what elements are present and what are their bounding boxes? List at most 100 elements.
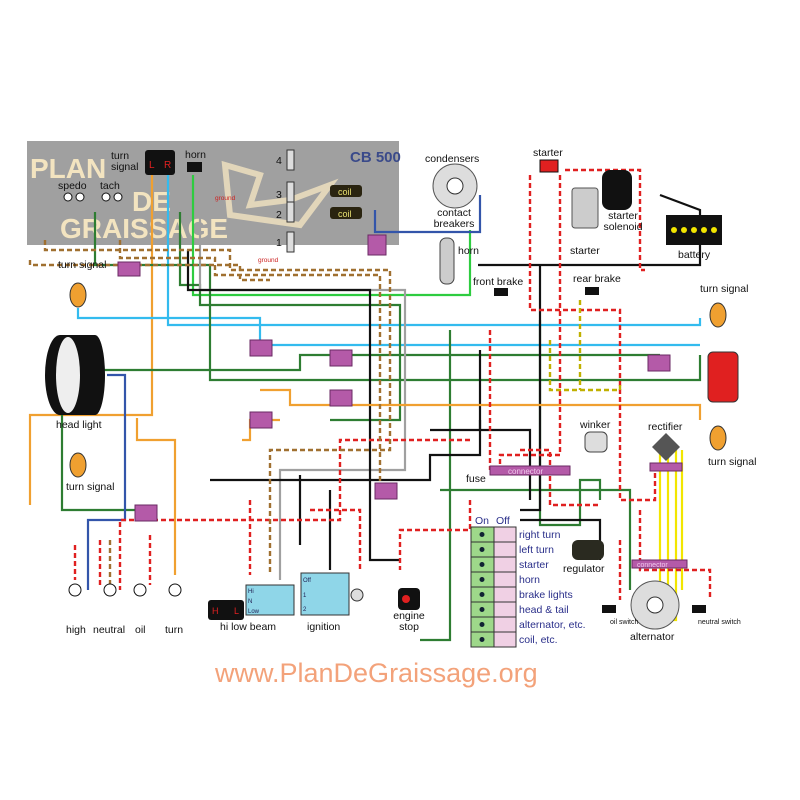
starter-solenoid-label: starter solenoid bbox=[603, 211, 643, 233]
legend-off: Off bbox=[496, 515, 510, 527]
head-light-label: head light bbox=[56, 419, 102, 431]
rectifier bbox=[652, 433, 680, 461]
coil-lower bbox=[330, 207, 362, 219]
coil-label-2: coil bbox=[338, 209, 352, 219]
connector-label-2: connector bbox=[637, 562, 668, 569]
legend-dot bbox=[479, 637, 485, 642]
legend-row: left turn bbox=[470, 541, 554, 558]
beam-L: L bbox=[234, 606, 239, 616]
condensers-label: condensers bbox=[425, 153, 479, 165]
legend-dot bbox=[479, 592, 485, 597]
legend-off-cell bbox=[493, 556, 517, 573]
turn-L: L bbox=[149, 160, 155, 171]
hi-low-beam-switch bbox=[208, 600, 244, 620]
turn-signal-rear-right bbox=[709, 425, 727, 451]
tach-label: tach bbox=[100, 180, 120, 192]
legend-dot bbox=[479, 622, 485, 627]
engine-stop-label-box: engine stop bbox=[393, 611, 425, 633]
horn-label: horn bbox=[458, 245, 479, 257]
legend-item-label: left turn bbox=[519, 544, 554, 556]
legend-item-label: coil, etc. bbox=[519, 634, 558, 646]
rear-brake-label: rear brake bbox=[573, 273, 621, 285]
legend-off-cell bbox=[493, 541, 517, 558]
regulator-label: regulator bbox=[563, 563, 605, 575]
legend-row: right turn bbox=[470, 526, 561, 543]
connector-blocks bbox=[117, 234, 688, 569]
regulator bbox=[572, 540, 604, 560]
legend-off-cell bbox=[493, 586, 517, 603]
rectifier-label: rectifier bbox=[648, 421, 683, 433]
legend-row: horn bbox=[470, 571, 540, 588]
legend-off-cell bbox=[493, 571, 517, 588]
legend-item-label: right turn bbox=[519, 529, 561, 541]
beam-switch-table bbox=[245, 584, 295, 616]
connector-label: connector bbox=[508, 467, 543, 476]
legend-item-label: brake lights bbox=[519, 589, 573, 601]
starter-button bbox=[539, 159, 559, 173]
contact-breakers-label-box: contact breakers bbox=[434, 208, 475, 230]
turn-signal-rear-left bbox=[69, 452, 87, 478]
engine-stop-knob bbox=[402, 595, 410, 603]
indicator-turn: turn bbox=[165, 624, 183, 636]
beam-row-hi: Hi bbox=[248, 589, 254, 595]
battery-cells bbox=[671, 227, 717, 233]
turn-signal-fr-label: turn signal bbox=[700, 283, 748, 295]
ignition-row-2: 2 bbox=[303, 607, 307, 613]
hi-low-beam-label: hi low beam bbox=[220, 621, 276, 633]
beam-H: H bbox=[212, 606, 219, 616]
ignition-row-1: 1 bbox=[303, 593, 307, 599]
legend-dot bbox=[479, 532, 485, 537]
indicator-oil: oil bbox=[135, 624, 146, 636]
fuse-label: fuse bbox=[466, 473, 486, 485]
alternator-rotor bbox=[646, 596, 664, 614]
legend-item-label: head & tail bbox=[519, 604, 569, 616]
indicator-neutral: neutral bbox=[93, 624, 125, 636]
plug-3: 3 bbox=[276, 189, 282, 201]
turn-signal-rr-label: turn signal bbox=[708, 456, 756, 468]
dash-bulbs bbox=[63, 192, 123, 202]
oil-switch bbox=[602, 605, 616, 613]
model-title: CB 500 bbox=[350, 149, 401, 166]
starter-motor bbox=[571, 187, 599, 229]
legend-row: brake lights bbox=[470, 586, 573, 603]
ignition-label: ignition bbox=[307, 621, 340, 633]
beam-row-n: N bbox=[248, 599, 252, 605]
winker-relay bbox=[584, 431, 608, 453]
turn-signal-switch-label-box: turn signal bbox=[111, 151, 139, 173]
spark-plugs bbox=[286, 149, 295, 253]
watermark-plan: PLAN bbox=[30, 153, 106, 184]
breaker-cam bbox=[446, 177, 464, 195]
starter-label: starter bbox=[570, 245, 600, 257]
front-brake-switch bbox=[494, 288, 508, 296]
watermark-logo bbox=[221, 160, 339, 229]
legend-off-cell bbox=[493, 526, 517, 543]
starter-solenoid-label-box: starter solenoid bbox=[603, 211, 643, 233]
tail-light bbox=[707, 351, 739, 403]
horn-button-label: horn bbox=[185, 149, 206, 161]
horn bbox=[439, 237, 455, 285]
indicator-high: high bbox=[66, 624, 86, 636]
neutral-switch bbox=[692, 605, 706, 613]
legend-dot bbox=[479, 607, 485, 612]
watermark-url: www.PlanDeGraissage.org bbox=[214, 658, 538, 688]
head-light-lens bbox=[56, 337, 80, 413]
legend-item-label: starter bbox=[519, 559, 549, 571]
starter-solenoid bbox=[602, 170, 632, 210]
rear-brake-switch bbox=[585, 287, 599, 295]
ignition-switch-table bbox=[300, 572, 350, 616]
ignition-row-off: Off bbox=[303, 578, 311, 584]
legend-item-label: horn bbox=[519, 574, 540, 586]
turn-signal-switch-label: turn signal bbox=[111, 151, 139, 173]
ignition-key-icon bbox=[350, 588, 364, 602]
legend-row: alternator, etc. bbox=[470, 616, 586, 633]
battery-label: battery bbox=[678, 249, 711, 261]
turn-signal-switch bbox=[145, 150, 175, 175]
speedo-label: spedo bbox=[58, 180, 87, 192]
legend-dot bbox=[479, 577, 485, 582]
turn-R: R bbox=[164, 160, 171, 171]
legend-dot bbox=[479, 562, 485, 567]
main-connector-strip bbox=[489, 465, 571, 476]
legend-off-cell bbox=[493, 631, 517, 648]
legend-on: On bbox=[475, 515, 489, 527]
